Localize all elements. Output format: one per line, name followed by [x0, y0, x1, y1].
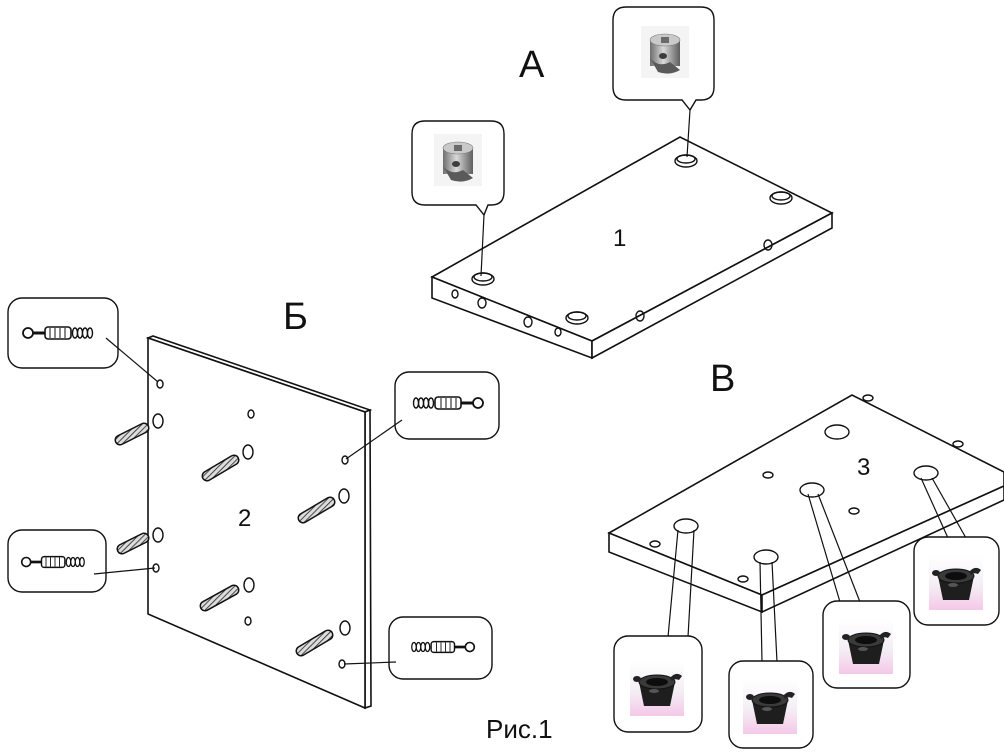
callout-cam-left	[411, 120, 505, 277]
callout-pin-right-bottom	[343, 616, 493, 680]
cam-lock-icon	[640, 25, 690, 79]
callout-foot-1	[613, 529, 703, 733]
dowel-pin-icon	[297, 496, 336, 524]
panel-2	[145, 335, 373, 710]
callout-pin-right-top	[345, 371, 500, 460]
panel-3-holes	[649, 394, 964, 583]
part-2-label: 2	[238, 505, 252, 532]
dowel-pin-icon	[114, 422, 150, 446]
furniture-foot-icon	[838, 619, 894, 675]
part-3-label: 3	[857, 454, 871, 481]
section-a-label: А	[519, 44, 545, 86]
callout-cam-top	[612, 6, 715, 158]
panel-1-holes	[451, 154, 793, 337]
dowel-pin-icon	[295, 629, 334, 657]
callout-foot-3	[807, 493, 911, 689]
callout-foot-2	[728, 561, 814, 749]
callout-pin-top-left	[7, 297, 159, 383]
furniture-foot-icon	[629, 661, 685, 717]
panel-1	[430, 136, 834, 360]
dowel-pin-icon	[199, 584, 240, 612]
callout-pin-mid-left	[7, 529, 156, 593]
section-v-label: В	[710, 358, 736, 400]
part-1-label: 1	[613, 225, 627, 252]
panel-2-holes	[152, 379, 351, 669]
panel-3	[607, 394, 1004, 614]
section-b-label: Б	[283, 296, 308, 338]
figure-caption: Рис.1	[486, 714, 553, 744]
dowel-pin-icon	[201, 454, 240, 482]
cam-lock-icon	[433, 133, 483, 187]
furniture-foot-icon	[742, 679, 798, 735]
dowel-pin-icon	[116, 532, 150, 555]
callout-foot-4	[913, 477, 1000, 626]
furniture-foot-icon	[928, 555, 984, 611]
panel-2-dowels	[114, 422, 336, 657]
